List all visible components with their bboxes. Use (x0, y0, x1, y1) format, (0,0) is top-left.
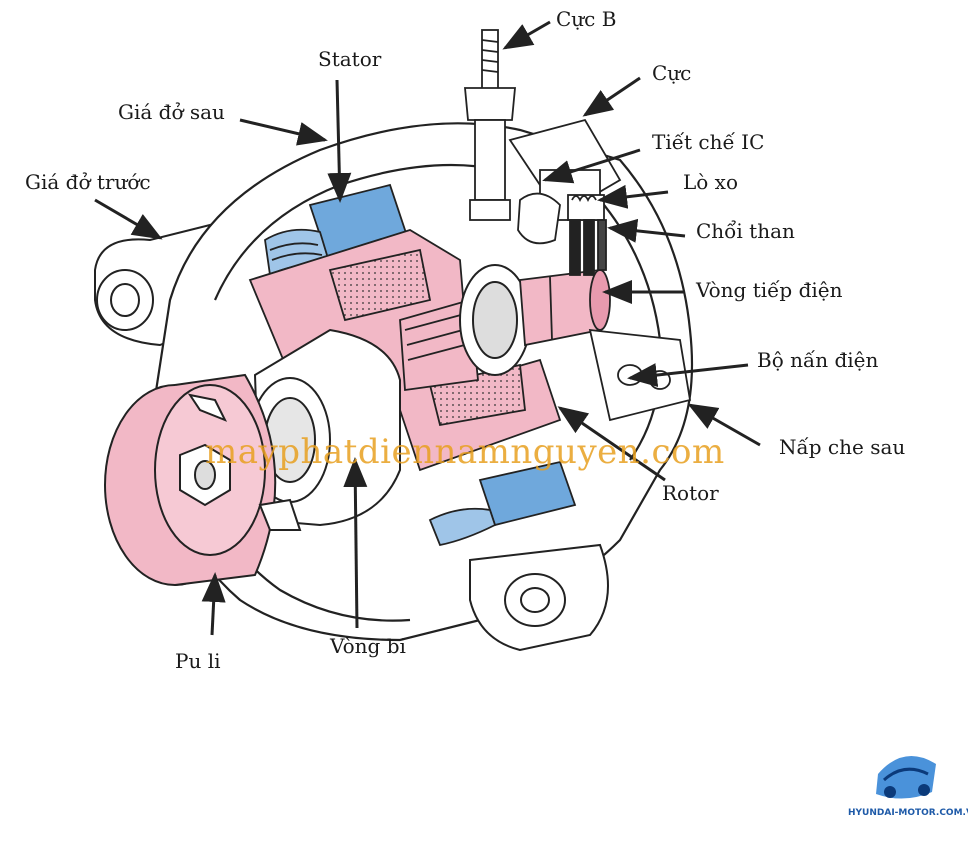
leader-pu-li (201, 572, 226, 636)
rear-bearing (459, 264, 531, 376)
label-cuc: Cực (652, 61, 692, 85)
label-rotor: Rotor (662, 481, 719, 505)
label-gia-do-sau: Giá đở sau (118, 100, 225, 124)
stator-core (248, 229, 562, 472)
leader-tiet-che-ic (542, 148, 641, 184)
leader-gia-do-truoc (94, 198, 163, 240)
b-terminal (464, 29, 516, 221)
pulley (104, 373, 302, 586)
label-choi-than: Chổi than (696, 219, 795, 243)
logo-text: HYUNDAI-MOTOR.COM.VN (848, 808, 968, 818)
bottom-mount-ear (469, 543, 609, 652)
label-tiet-che-ic: Tiết chế IC (652, 130, 765, 154)
watermark-text: mayphatdiennamnguyen.com (205, 432, 725, 472)
leader-gia-do-sau (239, 118, 328, 146)
leader-vong-bi (343, 457, 368, 629)
label-stator: Stator (318, 47, 382, 71)
leader-stator (327, 79, 352, 203)
leader-bo-nan-dien (627, 363, 749, 387)
label-vong-tiep-dien: Vòng tiếp điện (696, 278, 843, 302)
hyundai-motor-logo-icon (876, 756, 936, 799)
label-nap-che-sau: Nấp che sau (779, 435, 906, 459)
label-gia-do-truoc: Giá đở trước (25, 170, 151, 194)
leader-cuc-b (502, 20, 551, 50)
leader-nap-che-sau (687, 403, 761, 447)
leader-rotor (557, 406, 666, 482)
stator-coil-bottom (428, 460, 577, 547)
leader-lo-xo (597, 184, 669, 209)
label-lo-xo: Lò xo (683, 170, 738, 194)
label-vong-bi: Vòng bi (330, 634, 406, 658)
leader-lines (94, 20, 761, 636)
leader-choi-than (607, 218, 686, 243)
label-cuc-b: Cực B (556, 7, 617, 31)
label-pu-li: Pu li (175, 649, 221, 673)
leader-cuc (582, 76, 641, 117)
brush-holder (567, 194, 607, 276)
label-bo-nan-dien: Bộ nấn điện (757, 348, 879, 372)
